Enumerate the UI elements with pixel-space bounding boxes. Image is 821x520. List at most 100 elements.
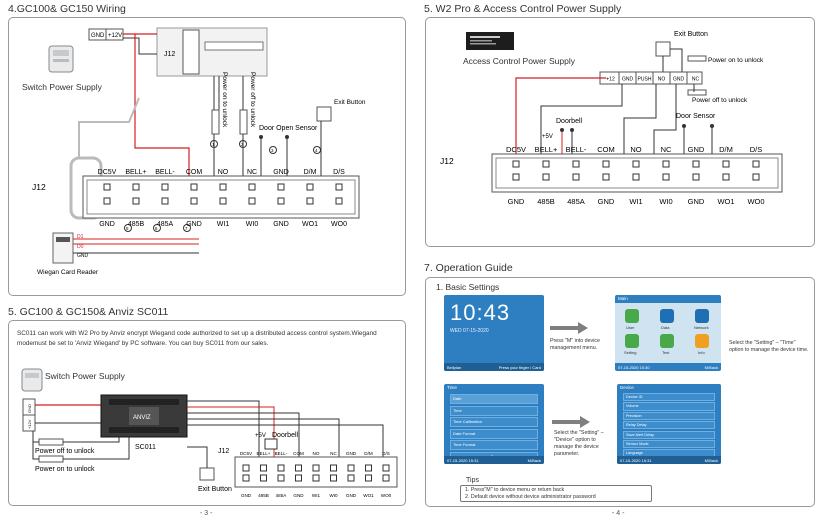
svg-text:7: 7 [185, 226, 188, 231]
gc-pin [248, 183, 256, 191]
w2-top-label: NC [661, 145, 672, 154]
page-number-right: - 4 - [612, 510, 625, 517]
sc-pin [347, 474, 355, 482]
arrow-icon-1 [550, 322, 588, 334]
time-setting-row[interactable]: Time Format [450, 440, 538, 450]
main-menu-title: Main [618, 296, 628, 301]
lock-icon-off [239, 109, 248, 135]
wiegand-d1-label: D1 [77, 234, 84, 240]
svg-text:6: 6 [155, 226, 158, 231]
wiegand-reader-label: Wiegan Card Reader [37, 269, 99, 276]
sc-top-label: BELL- [275, 451, 288, 456]
sc-top-label: DC5V [240, 451, 253, 456]
step1-text: Press "M" into device management menu. [550, 338, 600, 352]
w2-top-label: DC5V [506, 145, 526, 154]
sc011-terminal-pins [242, 464, 390, 482]
gc-top-label: DC5V [98, 169, 117, 176]
w2-bottom-label: 485B [537, 197, 555, 206]
gc-bottom-label: WO0 [331, 221, 347, 228]
sc-pin [242, 464, 250, 472]
sc-top-label: D/S [382, 451, 390, 456]
sc-pin [330, 474, 337, 482]
test-icon[interactable] [660, 334, 674, 348]
w2-pin [662, 173, 670, 181]
w2-top-label: NO [630, 145, 641, 154]
w2-bottom-label: WI1 [629, 197, 642, 206]
gc-pin [103, 197, 111, 205]
time-setting-row[interactable]: Time Calibration [450, 417, 538, 427]
device-setting-row[interactable]: Device ID [623, 393, 715, 402]
gc-top-label: NC [247, 169, 257, 176]
gc-pin [161, 183, 169, 191]
user-icon-label: User [626, 325, 635, 330]
data-icon[interactable] [660, 309, 674, 323]
gc-pin [190, 197, 198, 205]
sc-top-label: NC [330, 451, 337, 456]
device-setting-row[interactable]: Relay Delay [623, 421, 715, 430]
device-setting-row[interactable]: Save Alert Delay [623, 430, 715, 439]
gc-pin [306, 183, 314, 191]
gc-terminal-pins [103, 183, 343, 205]
gc-bottom-label: GND [273, 221, 289, 228]
gc-pin [277, 197, 285, 205]
w2-bottom-label: GND [508, 197, 525, 206]
device-setting-row[interactable]: Volume [623, 402, 715, 411]
w2-power-panel: Access Control Power Supply Exit Button … [425, 17, 815, 247]
sc-top-label: BELL+ [257, 451, 271, 456]
sc011-psu-12v: +12V [27, 419, 32, 429]
w2-power-off-label: Power off to unlock [692, 97, 748, 104]
psu-terminal-label: NC [692, 77, 700, 83]
tips-title: Tips [466, 477, 479, 484]
sc-bottom-label: 485B [258, 493, 269, 498]
sc011-brand-label: ANVIZ [133, 415, 151, 421]
w2-terminal-pins [512, 160, 760, 181]
time-setting-row[interactable]: Date Format [450, 428, 538, 439]
clock-time: 10:43 [450, 300, 511, 325]
sc-pin [365, 474, 372, 482]
gc-pin [132, 197, 140, 205]
user-icon[interactable] [625, 309, 639, 323]
device-setting-row[interactable]: Precision [623, 411, 715, 420]
page-number-left: - 3 - [200, 510, 213, 517]
main-footer-right: M/Back [704, 365, 718, 370]
sc011-doorbell-label: Doorbell [272, 432, 299, 439]
w2-pin [602, 173, 610, 181]
gc-bottom-label: 485B [128, 221, 145, 228]
time-setting-row[interactable]: Time [450, 405, 538, 416]
sc-top-label: NO [313, 451, 320, 456]
gc-pin [335, 197, 343, 205]
test-icon-label: Test [662, 350, 670, 355]
gc-terminal-block [82, 175, 360, 219]
w2-terminal-block [491, 153, 783, 193]
sc-pin [277, 474, 285, 482]
w2-pin [512, 173, 520, 181]
gc-pin [103, 183, 111, 191]
sc-pin [260, 464, 267, 472]
time-footer-left: 07-15-2020 15:31 [447, 458, 479, 463]
svg-text:3: 3 [271, 148, 274, 153]
acps-label: Access Control Power Supply [463, 56, 576, 66]
device-setting-row[interactable]: Sensor Mode [623, 439, 715, 449]
setting-icon[interactable] [625, 334, 639, 348]
sc-bottom-label: WO0 [381, 493, 392, 498]
wire-number-markers: 1 2 3 4 5 6 7 [124, 140, 321, 232]
step2-text: Select the "Setting" – "Time" option to … [729, 340, 809, 354]
sc-pin [347, 464, 355, 472]
gc-top-label: D/S [333, 169, 345, 176]
info-icon[interactable] [695, 334, 709, 348]
sc-bottom-label: 485A [276, 493, 288, 498]
svg-text:2: 2 [241, 142, 244, 147]
sc-pin [312, 464, 320, 472]
w2-pin [542, 173, 550, 181]
w2-power-on-label: Power on to unlock [708, 57, 764, 64]
gc-pin [190, 183, 198, 191]
operation-title: 7. Operation Guide [424, 262, 513, 274]
time-setting-row[interactable]: Date [450, 394, 538, 404]
device-footer-right: M/Back [704, 458, 718, 463]
network-icon[interactable] [695, 309, 709, 323]
